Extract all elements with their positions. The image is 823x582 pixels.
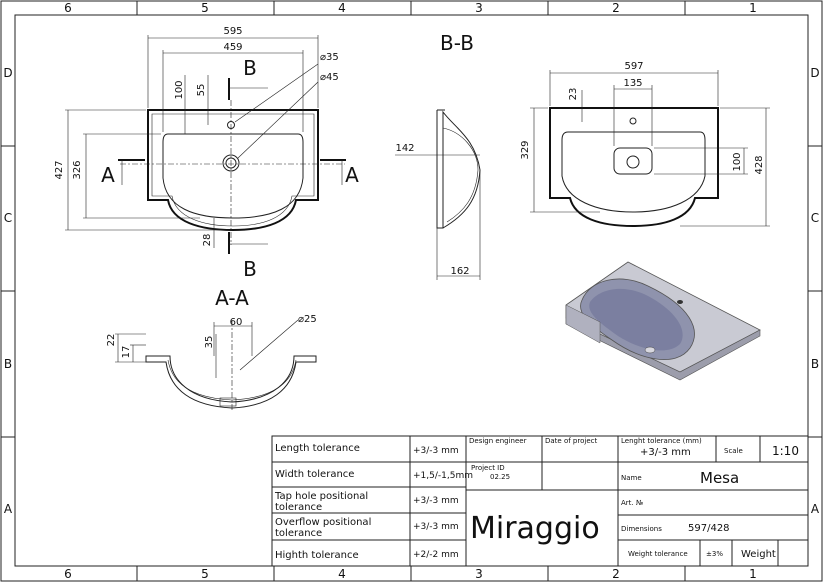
dim-329: 329 [520,140,531,159]
dim-17: 17 [121,346,132,359]
dim-326: 326 [72,160,83,179]
name-label: Name [621,474,642,482]
project-id-label: Project ID [471,464,505,472]
tol-width-value: +1,5/-1,5mm [413,471,473,481]
tol-length-label: Length tolerance [275,443,360,454]
dimensions-label: Dimensions [621,525,662,533]
date-of-project-label: Date of project [545,437,597,445]
dim-60: 60 [230,317,243,328]
dim-100: 100 [174,80,185,99]
col-label-bottom: 5 [201,567,209,581]
top-view [65,35,346,254]
col-label-top: 6 [64,1,72,15]
section-mark-b-top: B [243,56,257,80]
col-label-top: 5 [201,1,209,15]
dim-dia-35: ⌀35 [320,52,339,63]
dim-35: 35 [204,336,215,349]
dimensions-value: 597/428 [688,523,730,534]
section-bb-view [395,109,481,280]
weight-tol-label: Weight tolerance [628,550,688,558]
col-label-bottom: 3 [475,567,483,581]
col-label-top: 3 [475,1,483,15]
basin-3d-render [565,261,761,381]
col-label-top: 1 [749,1,757,15]
tol-overflow-value: +3/-3 mm [413,522,459,532]
row-label-left: D [3,66,12,80]
tol-height-value: +2/-2 mm [413,550,459,560]
col-label-bottom: 4 [338,567,346,581]
dim-23: 23 [568,88,579,101]
name-value: Mesa [700,469,739,487]
section-mark-a-right: A [345,163,359,187]
dim-55: 55 [196,84,207,97]
tol-height-label: Highth tolerance [275,550,359,561]
col-label-bottom: 1 [749,567,757,581]
tol-width-label: Width tolerance [275,469,354,480]
tol-taphole-label-1: Tap hole positional [274,491,368,502]
row-label-right: A [811,502,820,516]
section-bb-title: B-B [440,31,474,55]
col-label-top: 2 [612,1,620,15]
dim-22: 22 [106,334,117,347]
art-no-label: Art. № [621,499,643,507]
dim-459: 459 [223,42,242,53]
row-label-right: B [811,357,819,371]
section-aa-title: A-A [215,286,249,310]
dim-597: 597 [624,61,643,72]
length-tol-value: +3/-3 mm [640,447,691,458]
design-engineer-label: Design engineer [469,437,527,445]
tol-taphole-value: +3/-3 mm [413,496,459,506]
col-label-bottom: 6 [64,567,72,581]
dim-595: 595 [223,26,242,37]
scale-label: Scale [724,447,743,455]
tol-length-value: +3/-3 mm [413,446,459,456]
dim-428: 428 [754,155,765,174]
tol-overflow-label-1: Overflow positional [275,517,371,528]
dim-28: 28 [202,234,213,247]
row-label-left: C [4,211,12,225]
row-label-left: B [4,357,12,371]
brand-name: Miraggio [470,511,600,546]
row-label-right: C [811,211,819,225]
section-mark-b-bottom: B [243,257,257,281]
length-tol-label: Lenght tolerance (mm) [621,437,702,445]
col-label-bottom: 2 [612,567,620,581]
right-top-view [530,70,770,228]
inner-frame [14,14,809,567]
dim-135: 135 [623,78,642,89]
dim-427: 427 [54,160,65,179]
dim-dia-45: ⌀45 [320,72,339,83]
weight-tol-value: ±3% [706,550,723,558]
project-id-value: 02.25 [490,473,510,481]
tol-overflow-label-2: tolerance [275,528,322,539]
weight-label: Weight [741,549,776,560]
col-label-top: 4 [338,1,346,15]
dim-100-right: 100 [732,152,743,171]
section-mark-a-left: A [101,163,115,187]
row-label-right: D [810,66,819,80]
row-label-left: A [4,502,13,516]
dim-162: 162 [450,266,469,277]
dim-dia-25: ⌀25 [298,314,317,325]
section-aa-view [115,319,317,410]
scale-value: 1:10 [772,444,799,458]
tol-taphole-label-2: tolerance [275,502,322,513]
title-block [271,435,809,567]
dim-142: 142 [395,143,414,154]
